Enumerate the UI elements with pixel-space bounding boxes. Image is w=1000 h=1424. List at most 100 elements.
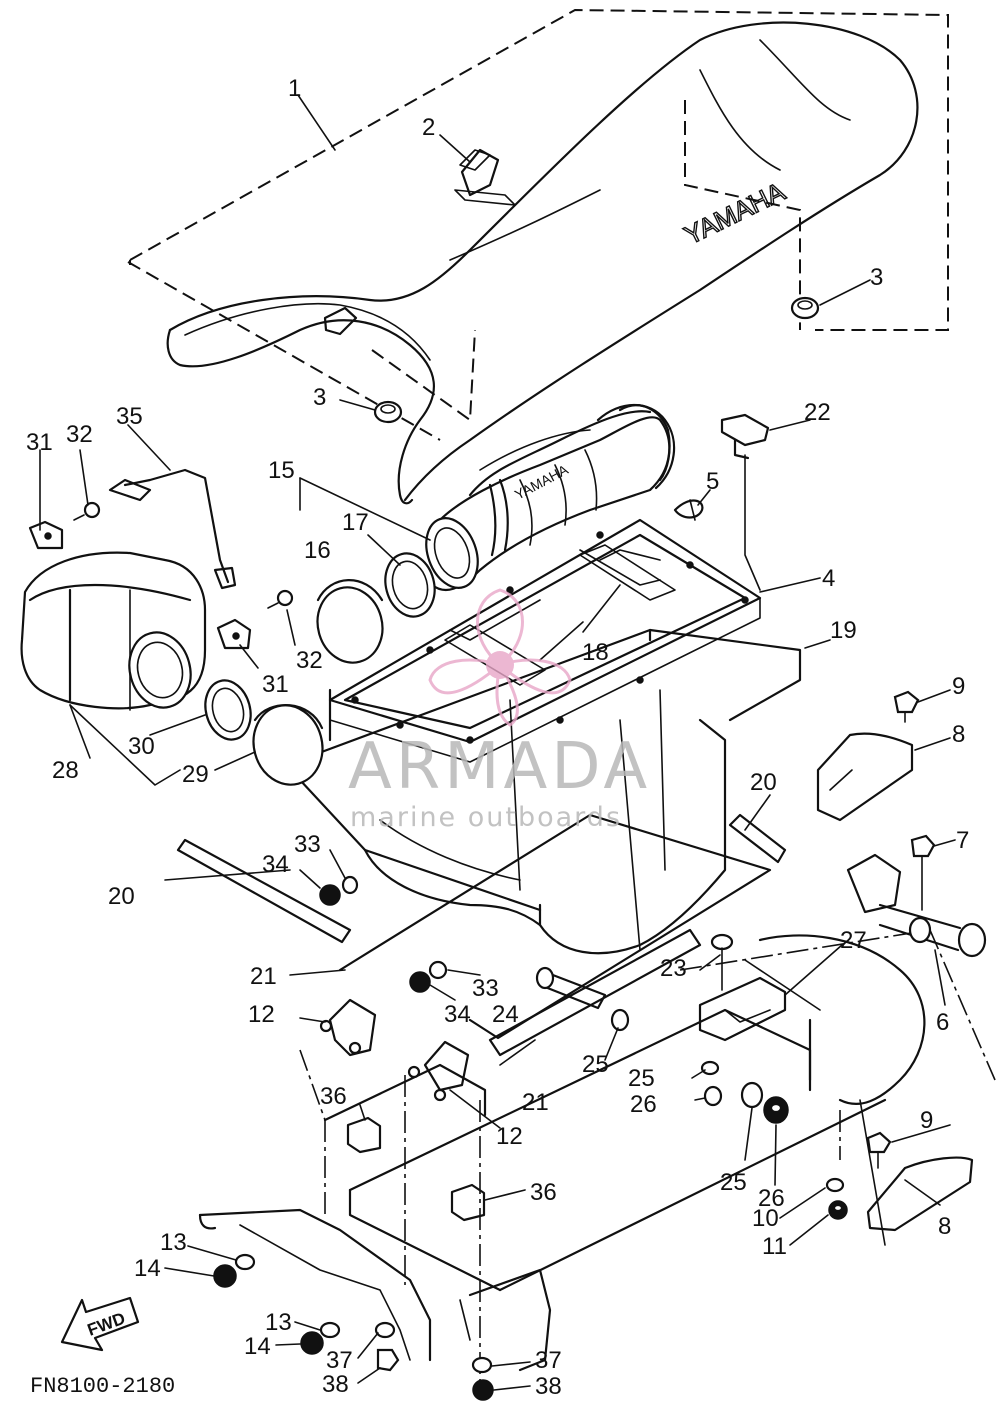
part-28-silencer xyxy=(20,551,207,711)
callout-38-left: 38 xyxy=(322,1371,349,1398)
callout-25-c: 25 xyxy=(720,1169,747,1196)
callout-8-upper: 8 xyxy=(952,721,965,748)
callout-37-left: 37 xyxy=(326,1347,353,1374)
callout-13-upper: 13 xyxy=(160,1229,187,1256)
callout-14-upper: 14 xyxy=(134,1255,161,1282)
callout-11: 11 xyxy=(762,1233,787,1260)
callout-25-b: 25 xyxy=(628,1065,655,1092)
part-24-bolt xyxy=(535,966,607,1010)
callout-31-left: 31 xyxy=(26,429,53,456)
leader-lines xyxy=(39,94,956,1391)
part-20-strap-right xyxy=(728,813,787,864)
callout-30: 30 xyxy=(128,733,155,760)
part-36-blocks xyxy=(346,1116,486,1222)
part-29-element xyxy=(252,704,324,786)
watermark-logo xyxy=(428,588,572,727)
part-26-nuts xyxy=(703,1085,789,1124)
callout-28: 28 xyxy=(52,757,79,784)
callout-5: 5 xyxy=(706,468,719,495)
part-2-strap xyxy=(454,148,516,206)
part-25-washers xyxy=(610,1008,764,1109)
part-15-intake-duct: YAMAHA xyxy=(425,403,676,592)
part-23-bolt xyxy=(710,933,734,991)
part-27-bracket xyxy=(698,976,787,1042)
callout-22: 22 xyxy=(804,399,831,426)
callout-13-lower: 13 xyxy=(265,1309,292,1336)
part-11-nut xyxy=(828,1200,848,1220)
callout-36-right: 36 xyxy=(530,1179,557,1206)
callout-23: 23 xyxy=(660,955,687,982)
callout-10: 10 xyxy=(752,1205,779,1232)
callout-12-right: 12 xyxy=(496,1123,523,1150)
callout-16: 16 xyxy=(304,537,331,564)
part-3-damper-lower xyxy=(373,400,403,424)
callout-9-upper: 9 xyxy=(952,673,965,700)
part-5-clip xyxy=(673,499,704,521)
callout-12-left: 12 xyxy=(248,1001,275,1028)
callout-15: 15 xyxy=(268,457,295,484)
fwd-label: FWD xyxy=(85,1309,128,1340)
callout-35: 35 xyxy=(116,403,143,430)
part-9-bolt-upper xyxy=(893,690,920,723)
callout-26-b: 26 xyxy=(758,1185,785,1212)
part-21-strap-lower xyxy=(488,928,702,1057)
watermark-subtitle: marine outboards xyxy=(350,802,622,833)
part-7-bolt xyxy=(910,834,936,911)
part-33-34-fasteners xyxy=(319,875,448,993)
callout-3-upper: 3 xyxy=(870,264,883,291)
callout-25-a: 25 xyxy=(582,1051,609,1078)
callout-34-lower: 34 xyxy=(444,1001,471,1028)
callout-34-upper: 34 xyxy=(262,851,289,878)
watermark-title: ARMADA xyxy=(348,730,651,804)
callout-32-left: 32 xyxy=(66,421,93,448)
part-12-brackets xyxy=(319,998,470,1102)
callout-14-lower: 14 xyxy=(244,1333,271,1360)
callout-32-right: 32 xyxy=(296,647,323,674)
part-8-cover-lower xyxy=(866,1156,974,1232)
fwd-arrow: FWD xyxy=(60,1296,140,1352)
callout-38-right: 38 xyxy=(535,1373,562,1400)
drawing-id: FN8100-2180 xyxy=(30,1374,175,1399)
part-8-cover-upper xyxy=(816,732,914,822)
callout-26-a: 26 xyxy=(630,1091,657,1118)
part-37-38-fasteners xyxy=(374,1321,494,1401)
watermark: ARMADA marine outboards xyxy=(348,588,651,833)
callout-21-left: 21 xyxy=(250,963,277,990)
callout-24: 24 xyxy=(492,1001,519,1028)
callout-20-right: 20 xyxy=(750,769,777,796)
callout-20-left: 20 xyxy=(108,883,135,910)
part-16-filter xyxy=(316,579,384,664)
part-6-handle xyxy=(846,853,987,958)
callout-17: 17 xyxy=(342,509,369,536)
part-20-strap-left xyxy=(176,838,352,944)
callout-8-lower: 8 xyxy=(938,1213,951,1240)
part-10-washer xyxy=(825,1177,845,1193)
callout-18: 18 xyxy=(582,639,609,666)
callout-33-upper: 33 xyxy=(294,831,321,858)
part-32-bolt-right xyxy=(267,589,294,609)
part-9-bolt-lower xyxy=(866,1131,892,1169)
part-30-gasket xyxy=(204,679,252,741)
callout-19: 19 xyxy=(830,617,857,644)
part-32-bolt-left xyxy=(73,501,101,521)
part-31-bracket-right xyxy=(216,618,252,650)
callout-labels: 1 2 3 3 4 5 6 7 8 8 9 9 10 11 12 12 13 1… xyxy=(26,75,969,1400)
callout-29: 29 xyxy=(182,761,209,788)
callout-33-lower: 33 xyxy=(472,975,499,1002)
part-3-damper-upper xyxy=(790,296,820,320)
part-17-o-ring xyxy=(384,552,436,618)
callout-37-right: 37 xyxy=(535,1347,562,1374)
callout-27: 27 xyxy=(840,927,867,954)
part-21-strap-upper xyxy=(338,813,772,1040)
callout-36-left: 36 xyxy=(320,1083,347,1110)
callout-21-right: 21 xyxy=(522,1089,549,1116)
callout-1: 1 xyxy=(288,75,301,102)
callout-4: 4 xyxy=(822,565,835,592)
callout-7: 7 xyxy=(956,827,969,854)
part-35-band xyxy=(108,468,237,590)
callout-9-lower: 9 xyxy=(920,1107,933,1134)
hull-frame xyxy=(198,929,996,1380)
callout-3-lower: 3 xyxy=(313,384,326,411)
part-31-bracket-left xyxy=(28,520,64,550)
